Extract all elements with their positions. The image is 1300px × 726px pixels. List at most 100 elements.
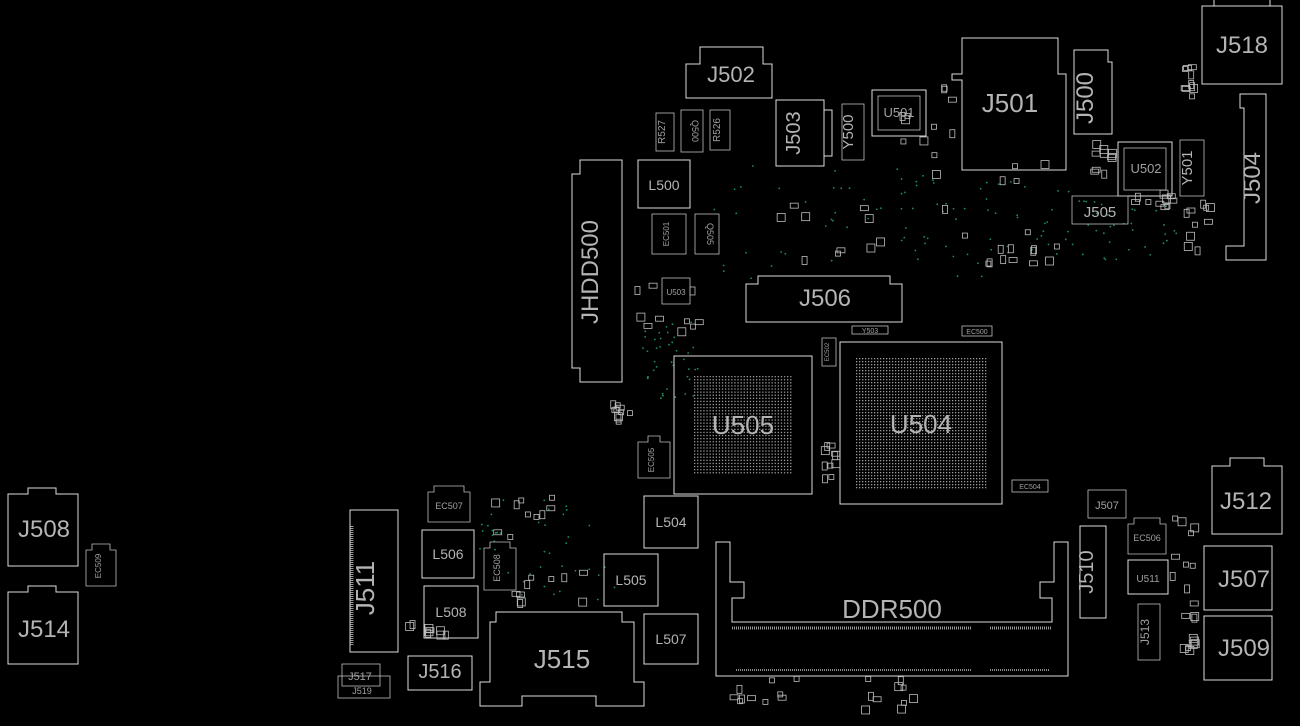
resistor-r526[interactable]: R526	[709, 109, 731, 151]
bga-ball	[913, 442, 915, 444]
bga-ball	[756, 416, 758, 418]
connector-j503[interactable]: J503	[775, 99, 833, 167]
inductor-l507[interactable]: L507	[643, 613, 699, 665]
capacitor-ec506[interactable]: EC506	[1127, 517, 1167, 555]
capacitor-ec504[interactable]: EC504	[1011, 479, 1049, 493]
bga-ball	[787, 391, 789, 393]
bga-ball	[721, 403, 724, 406]
connector-jhdd500[interactable]: JHDD500	[571, 159, 623, 383]
bga-ball	[889, 409, 891, 411]
inductor-l504[interactable]: L504	[643, 495, 699, 549]
bga-ball	[943, 478, 945, 480]
connector-j510[interactable]: J510	[1076, 525, 1107, 619]
inductor-l506[interactable]: L506	[421, 529, 475, 579]
bga-ball	[934, 472, 936, 474]
memory-slot-ddr500[interactable]: DDR500	[715, 541, 1069, 677]
bga-ball	[874, 472, 876, 474]
capacitor-ec500[interactable]: EC500	[961, 325, 993, 337]
connector-j518[interactable]: J518	[1201, 0, 1283, 85]
connector-j506[interactable]: J506	[745, 275, 903, 323]
bga-ball	[931, 433, 933, 435]
bga-ball	[777, 422, 779, 424]
smd-pad	[409, 620, 416, 630]
resistor-r527[interactable]: R527	[655, 112, 675, 152]
inductor-l508[interactable]: L508	[423, 585, 479, 639]
crystal-y501[interactable]: Y501	[1179, 139, 1205, 197]
bga-ball	[865, 412, 867, 414]
inductor-l505[interactable]: L505	[603, 553, 659, 607]
bga-ball	[925, 409, 927, 411]
bga-ball	[865, 484, 867, 486]
bga-ball	[964, 358, 966, 360]
bga-ball	[889, 463, 891, 465]
bga-ball	[862, 376, 864, 378]
bga-ball	[922, 415, 924, 417]
chip-u501[interactable]: U501	[871, 89, 927, 137]
bga-ball	[746, 472, 748, 474]
connector-j507[interactable]: J507	[1203, 545, 1273, 611]
bga-ball	[771, 465, 773, 468]
bga-ball	[880, 427, 882, 429]
bga-ball	[859, 454, 861, 456]
connector-j513[interactable]: J513	[1137, 603, 1161, 661]
bga-ball	[907, 385, 909, 387]
capacitor-ec502[interactable]: EC502	[821, 337, 837, 367]
bga-ball	[964, 403, 966, 405]
chip-u504[interactable]: U504	[839, 341, 1003, 505]
bga-ball	[961, 475, 963, 477]
inductor-l500[interactable]: L500	[637, 159, 691, 209]
bga-ball	[856, 427, 858, 429]
connector-j501[interactable]: J501	[951, 37, 1067, 171]
chip-u505[interactable]: U505	[673, 355, 813, 495]
chip-j507-small[interactable]: J507	[1087, 489, 1127, 519]
chip-u511[interactable]: U511	[1127, 559, 1169, 595]
capacitor-ec507[interactable]: EC507	[427, 485, 471, 523]
connector-j504[interactable]: J504	[1225, 93, 1267, 261]
crystal-y503[interactable]: Y503	[851, 325, 889, 335]
connector-j516[interactable]: J516	[407, 655, 473, 691]
capacitor-ec508[interactable]: EC508	[483, 541, 517, 591]
connector-j519[interactable]: J519	[337, 675, 391, 699]
bga-ball	[752, 431, 755, 434]
via	[655, 365, 658, 368]
capacitor-ec505[interactable]: EC505	[637, 435, 671, 479]
connector-j502[interactable]: J502	[685, 46, 773, 99]
bga-ball	[777, 388, 779, 390]
connector-j515[interactable]: J515	[479, 611, 645, 707]
bga-ball	[709, 465, 711, 468]
bga-ball	[922, 433, 924, 435]
connector-j505[interactable]: J505	[1071, 195, 1129, 225]
connector-j512[interactable]: J512	[1211, 457, 1283, 535]
via	[985, 198, 988, 200]
bga-ball	[865, 451, 867, 453]
bga-ball	[756, 444, 758, 446]
bga-ball	[892, 436, 894, 438]
transistor-q505[interactable]: Q505	[694, 213, 720, 255]
bga-ball	[928, 439, 930, 441]
bga-ball	[759, 434, 761, 437]
connector-j500[interactable]: J500	[1072, 49, 1113, 135]
crystal-y500[interactable]: Y500	[840, 103, 865, 161]
bga-ball	[880, 463, 882, 465]
bga-ball	[919, 451, 921, 453]
transistor-q500[interactable]: Q500	[680, 109, 704, 153]
smd-pad	[777, 691, 784, 698]
bga-ball	[746, 391, 748, 393]
bga-ball	[740, 450, 742, 452]
bga-ball	[725, 459, 727, 461]
bga-ball	[883, 421, 885, 423]
bga-ball	[958, 379, 960, 381]
bga-ball	[883, 415, 885, 417]
connector-j517[interactable]: J517	[341, 663, 381, 687]
bga-ball	[904, 472, 906, 474]
connector-j509[interactable]: J509	[1203, 615, 1273, 681]
connector-j514[interactable]: J514	[7, 585, 79, 665]
smd-pad	[801, 256, 808, 265]
connector-j508[interactable]: J508	[7, 487, 79, 567]
capacitor-ec501[interactable]: EC501	[651, 213, 687, 255]
bga-ball	[940, 424, 942, 426]
bga-ball	[928, 409, 930, 411]
chip-u502[interactable]: U502	[1117, 141, 1173, 197]
capacitor-ec509[interactable]: EC509	[85, 543, 117, 587]
connector-j511[interactable]: J511	[349, 509, 399, 653]
